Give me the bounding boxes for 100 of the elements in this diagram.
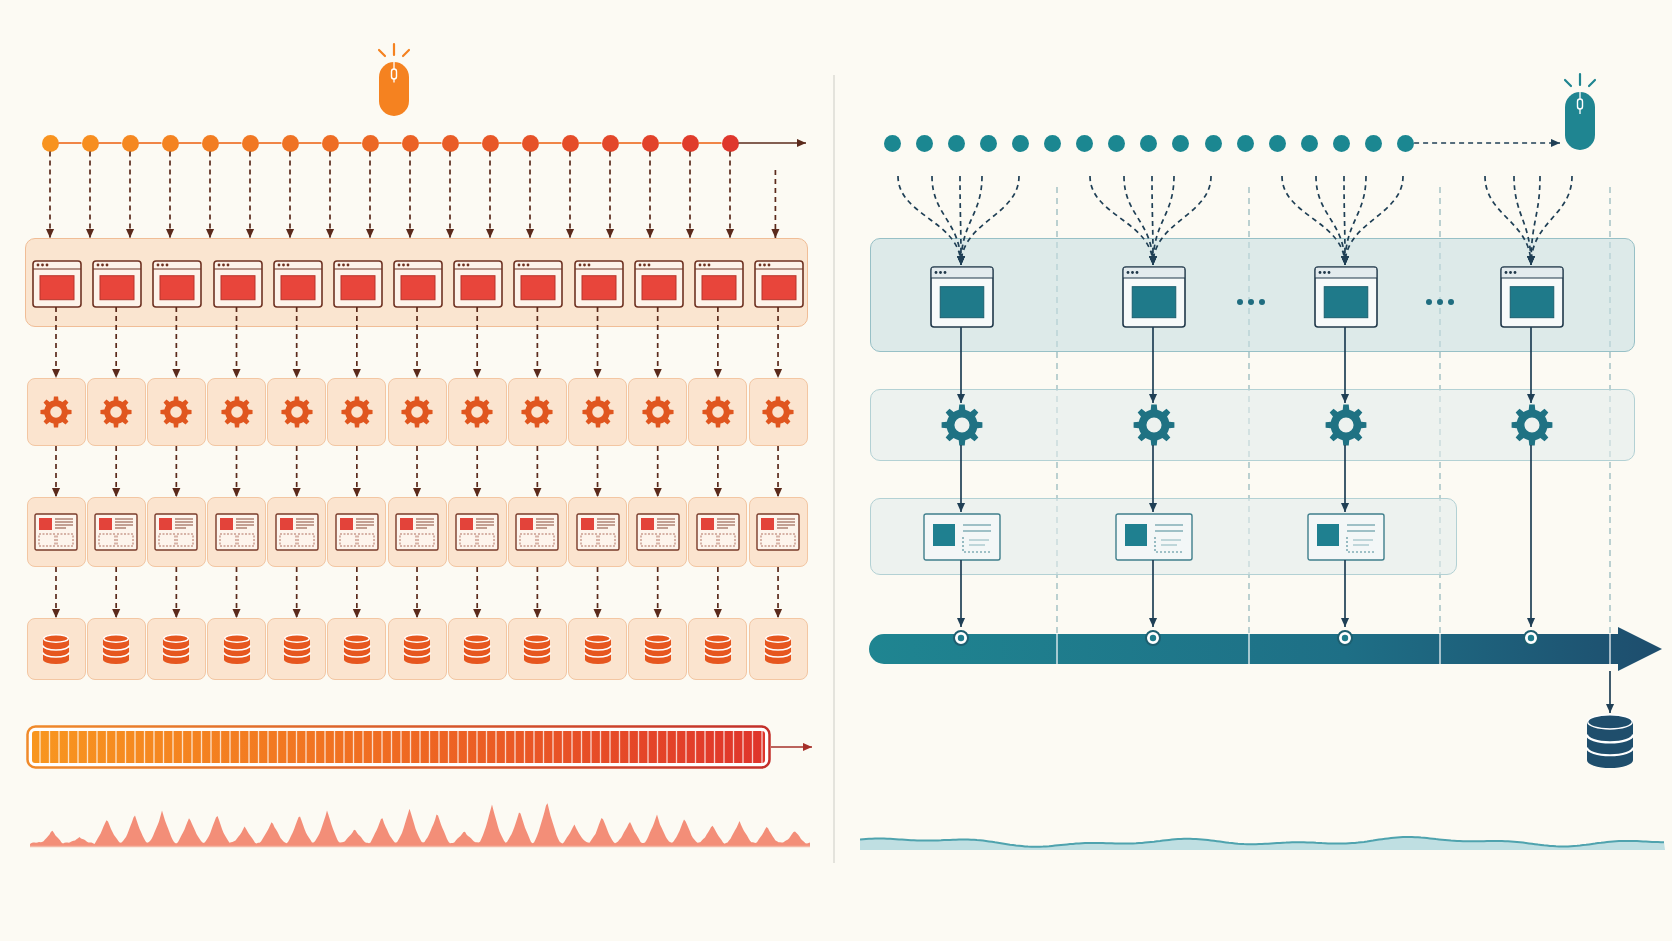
database-tile — [267, 618, 327, 680]
arrow — [1148, 559, 1158, 628]
event-dot — [481, 134, 499, 152]
event-dot — [521, 134, 539, 152]
browser-window-icon — [513, 260, 564, 308]
event-dot — [947, 134, 965, 152]
event-dot — [915, 134, 933, 152]
event-dot — [281, 134, 299, 152]
event-dot — [601, 134, 619, 152]
event-dot — [161, 134, 179, 152]
browser-window-icon — [633, 260, 684, 308]
connector-line — [457, 142, 483, 144]
database-tile — [387, 618, 447, 680]
browser-window-icon — [272, 260, 323, 308]
event-dot — [1204, 134, 1222, 152]
dashed-arrow — [232, 566, 241, 619]
event-dot — [1365, 134, 1382, 152]
arrow — [1148, 326, 1158, 404]
dashed-arrow — [85, 150, 95, 239]
event-dot — [1332, 134, 1350, 152]
document-tile — [568, 497, 627, 567]
document-tile — [86, 497, 146, 567]
dashed-arrow — [725, 150, 735, 239]
event-dot — [81, 134, 99, 152]
document-icon — [1307, 513, 1385, 561]
document-tile — [146, 497, 206, 567]
connector-line — [617, 142, 643, 144]
arrow — [956, 559, 966, 628]
dashed-arrow — [412, 566, 422, 619]
document-tile — [748, 497, 808, 567]
arrow — [1340, 559, 1350, 628]
event-dot — [1172, 134, 1190, 152]
browser-window-icon — [332, 260, 383, 308]
database-tile — [628, 618, 688, 680]
document-tile — [447, 497, 507, 567]
dashed-arrow — [292, 306, 301, 379]
dashed-arrow — [112, 566, 121, 619]
dashed-arrow — [1341, 175, 1404, 266]
dashed-arrow — [593, 306, 602, 379]
dashed-arrow — [774, 306, 783, 379]
dashed-arrow — [653, 445, 662, 498]
event-dot — [1011, 134, 1029, 152]
dashed-arrow — [352, 306, 361, 379]
connector-line — [497, 142, 523, 144]
dashed-arrow — [771, 169, 780, 239]
browser-window-icon — [1314, 266, 1378, 328]
gear-icon — [1133, 404, 1175, 446]
database-tile — [86, 618, 146, 680]
event-dot — [361, 134, 379, 152]
database-tile — [327, 618, 387, 680]
browser-window-icon — [1500, 266, 1564, 328]
event-dot — [1140, 134, 1158, 152]
dashed-arrow — [774, 445, 783, 498]
event-dot — [641, 134, 659, 152]
dashed-arrow — [172, 445, 181, 498]
database-icon — [1586, 713, 1634, 769]
event-dot — [1044, 134, 1061, 152]
event-dot — [241, 134, 259, 152]
dashed-arrow — [533, 566, 542, 619]
connector-line — [217, 142, 243, 144]
gear-tile — [86, 378, 146, 446]
database-tile — [688, 618, 748, 680]
event-dot — [1076, 134, 1094, 152]
document-icon — [923, 513, 1001, 561]
arrow — [1526, 326, 1536, 404]
dashed-arrow — [957, 175, 1020, 266]
dashed-arrow — [713, 566, 722, 619]
event-dot — [401, 134, 419, 152]
browser-window-icon — [754, 260, 805, 308]
arrow — [956, 444, 966, 513]
dashed-arrow — [605, 150, 615, 239]
arrow — [1340, 326, 1350, 404]
connector-line — [417, 142, 443, 144]
dashed-arrow — [473, 445, 482, 498]
document-tile — [688, 497, 748, 567]
dashed-arrow — [165, 150, 175, 239]
dashed-arrow — [205, 150, 215, 239]
connector-line — [57, 142, 83, 144]
dashed-arrow — [45, 150, 55, 239]
dashed-arrow — [51, 445, 61, 498]
arrow — [1340, 444, 1350, 513]
arrow — [737, 138, 807, 148]
dashed-arrow — [485, 150, 495, 239]
connector-line — [657, 142, 683, 144]
browser-window-icon — [1122, 266, 1186, 328]
dashed-arrow — [325, 150, 335, 239]
dashed-arrow — [533, 445, 542, 498]
dashed-arrow — [352, 566, 361, 619]
dashed-arrow — [125, 150, 135, 239]
event-dot — [321, 134, 339, 152]
dashed-arrow — [593, 445, 602, 498]
connector-line — [577, 142, 603, 144]
dashed-arrow — [653, 306, 662, 379]
arrow — [1605, 670, 1615, 714]
dashed-arrow — [292, 445, 301, 498]
event-dot — [121, 134, 139, 152]
browser-window-icon — [32, 260, 82, 308]
dashed-arrow — [1149, 175, 1212, 266]
event-dot — [1397, 134, 1415, 152]
dashed-arrow — [653, 566, 662, 619]
